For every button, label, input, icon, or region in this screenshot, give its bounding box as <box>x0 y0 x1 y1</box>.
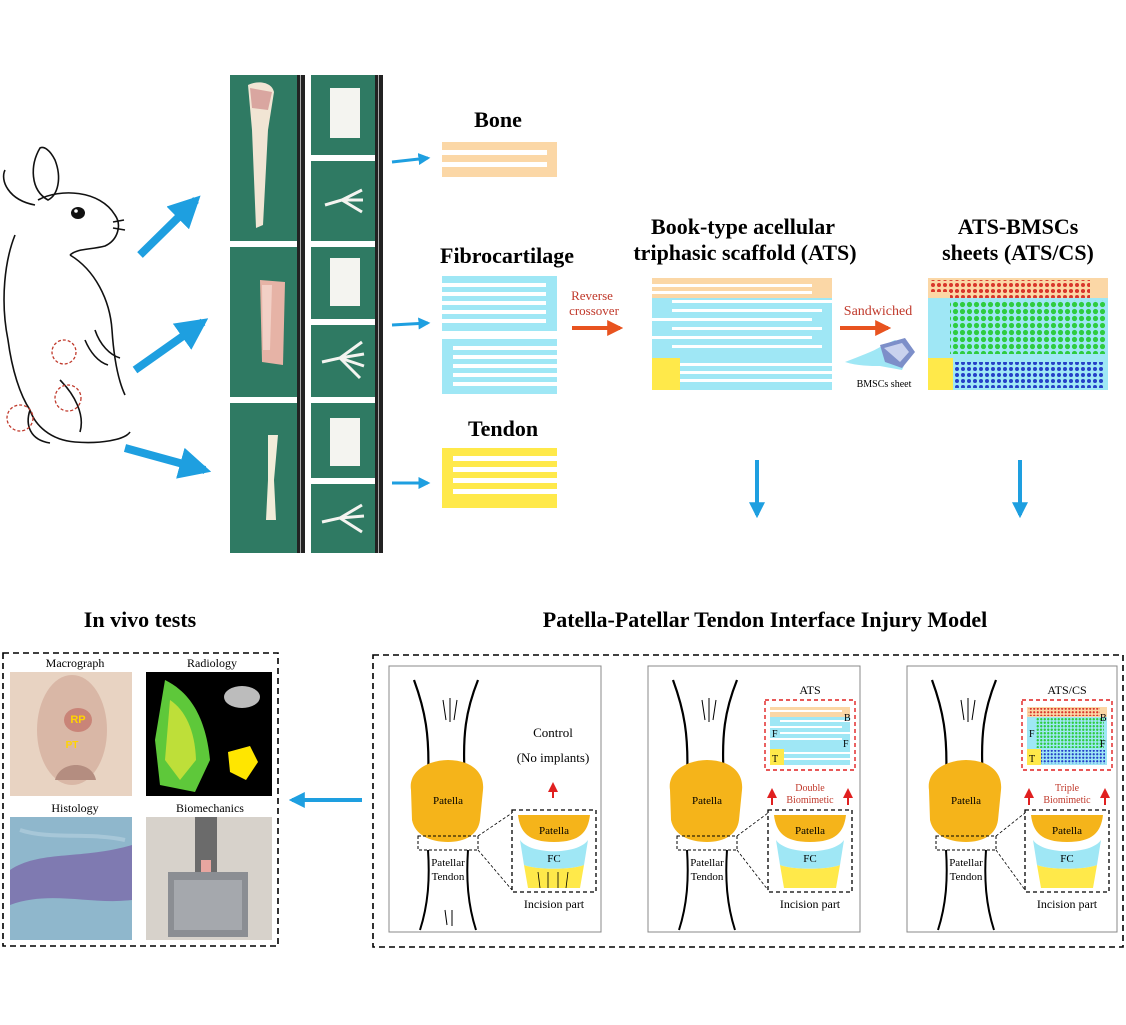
ats-inset-patella: Patella <box>795 825 825 837</box>
ats-patella-label: Patella <box>692 795 722 807</box>
ats-letter-f-right: F <box>843 739 849 750</box>
atscs-inset-fc: FC <box>1060 853 1073 865</box>
tendon-scaffold-comb <box>442 448 557 508</box>
control-label-line2: (No implants) <box>517 750 590 765</box>
control-patella-label: Patella <box>433 795 463 807</box>
rabbit-illustration <box>2 146 131 444</box>
ats-inset-title: ATS <box>799 683 820 697</box>
in-vivo-title: In vivo tests <box>84 607 197 632</box>
label-bmsc-sheet: BMSCs sheet <box>857 379 912 390</box>
atscs-incision-label: Incision part <box>1037 897 1098 911</box>
ats-double-line1: Double <box>795 783 825 794</box>
photo-tendon-tissue <box>230 403 305 553</box>
atscs-letter-f-left: F <box>1029 729 1035 740</box>
atscs-inset-title: ATS/CS <box>1047 683 1086 697</box>
ats-tendon-line1: Patellar <box>690 857 724 869</box>
harvest-site-markers <box>6 339 82 432</box>
panel-biomechanics-label: Biomechanics <box>176 801 244 815</box>
atscs-composite-scaffold <box>928 278 1108 390</box>
tissue-photo-grid <box>230 75 383 553</box>
knee-drawing-ats: Patella Patellar Tendon Patella FC Incis… <box>669 679 856 931</box>
down-arrows <box>749 460 1028 519</box>
atscs-letter-t: T <box>1029 754 1035 765</box>
atscs-tendon-line1: Patellar <box>949 857 983 869</box>
atscs-title-line1: ATS-BMSCs <box>958 214 1079 239</box>
knee-drawing-control: Patella Patellar Tendon Patella FC Incis… <box>410 679 597 931</box>
control-tendon-line2: Tendon <box>432 871 465 883</box>
ats-letter-t: T <box>772 754 778 765</box>
ats-title-line1: Book-type acellular <box>651 214 835 239</box>
macrograph-pt: PT <box>66 740 79 751</box>
label-tendon: Tendon <box>468 416 538 441</box>
macrograph-rp: RP <box>70 714 85 726</box>
atscs-letter-f-right: F <box>1100 739 1106 750</box>
atscs-triple-line2: Biomimetic <box>1043 795 1091 806</box>
label-reverse: Reverse <box>571 288 613 303</box>
photo-to-scaffold-arrows <box>391 153 431 489</box>
bmsc-sheet-illustration <box>845 338 915 370</box>
ats-double-line2: Biomimetic <box>786 795 834 806</box>
ats-tendon-line2: Tendon <box>691 871 724 883</box>
rabbit-eye <box>71 207 85 219</box>
label-fibrocartilage: Fibrocartilage <box>440 243 574 268</box>
atscs-patella-label: Patella <box>951 795 981 807</box>
fibrocartilage-scaffold-comb <box>442 276 557 394</box>
ats-composite-scaffold <box>652 278 832 390</box>
in-vivo-frame <box>2 652 279 947</box>
ats-title-line2: triphasic scaffold (ATS) <box>633 240 856 265</box>
ats-inset-fc: FC <box>803 853 816 865</box>
bone-scaffold-comb <box>442 142 557 177</box>
control-inset-fc: FC <box>547 853 560 865</box>
control-incision-label: Incision part <box>524 897 585 911</box>
ats-incision-label: Incision part <box>780 897 841 911</box>
atscs-triple-line1: Triple <box>1055 783 1080 794</box>
label-bone: Bone <box>474 107 522 132</box>
label-crossover: crossover <box>569 303 619 318</box>
model-title: Patella-Patellar Tendon Interface Injury… <box>543 607 987 632</box>
control-tendon-line1: Patellar <box>431 857 465 869</box>
atscs-letter-b: B <box>1100 713 1107 724</box>
atscs-tendon-line2: Tendon <box>950 871 983 883</box>
control-label-line1: Control <box>533 725 573 740</box>
harvest-arrows <box>123 195 212 479</box>
atscs-inset-patella: Patella <box>1052 825 1082 837</box>
panel-histology-label: Histology <box>51 801 98 815</box>
ats-letter-b: B <box>844 713 851 724</box>
control-inset-patella: Patella <box>539 825 569 837</box>
model-frame <box>372 654 1124 948</box>
label-sandwiched: Sandwiched <box>844 304 912 319</box>
panel-radiology-label: Radiology <box>187 656 237 670</box>
knee-drawing-atscs: Patella Patellar Tendon Patella FC Incis… <box>928 679 1113 931</box>
atscs-title-line2: sheets (ATS/CS) <box>942 240 1094 265</box>
ats-letter-f-left: F <box>772 729 778 740</box>
panel-macrograph-label: Macrograph <box>46 656 105 670</box>
